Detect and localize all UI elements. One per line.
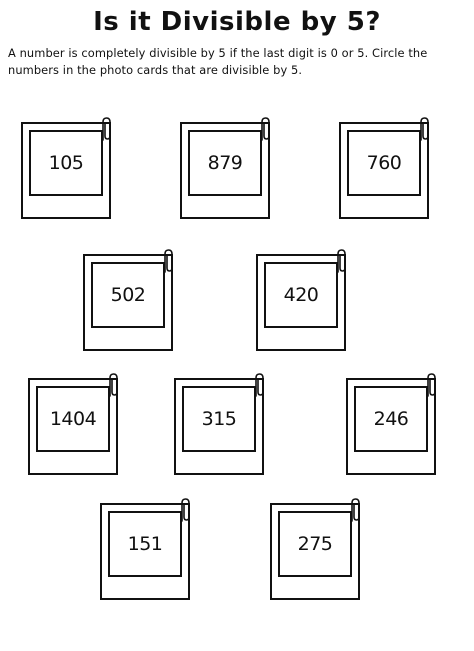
paperclip-icon: [427, 373, 436, 397]
photo-frame: 760: [347, 130, 421, 196]
photo-frame: 315: [182, 386, 256, 452]
photo-frame: 420: [264, 262, 338, 328]
paperclip-icon: [337, 249, 346, 273]
card-number[interactable]: 1404: [49, 408, 97, 430]
photo-card[interactable]: 105: [21, 117, 111, 219]
card-number[interactable]: 105: [48, 152, 84, 174]
photo-frame: 105: [29, 130, 103, 196]
paperclip-icon: [420, 117, 429, 141]
paperclip-icon: [102, 117, 111, 141]
card-number[interactable]: 760: [366, 152, 402, 174]
paperclip-icon: [181, 498, 190, 522]
photo-card[interactable]: 879: [180, 117, 270, 219]
photo-frame: 1404: [36, 386, 110, 452]
photo-card[interactable]: 315: [174, 373, 264, 475]
instructions-text: A number is completely divisible by 5 if…: [8, 46, 428, 77]
photo-card[interactable]: 502: [83, 249, 173, 351]
photo-frame: 502: [91, 262, 165, 328]
card-number[interactable]: 275: [297, 533, 333, 555]
paperclip-icon: [255, 373, 264, 397]
photo-card[interactable]: 151: [100, 498, 190, 600]
card-number[interactable]: 420: [283, 284, 319, 306]
card-number[interactable]: 315: [201, 408, 237, 430]
card-number[interactable]: 879: [207, 152, 243, 174]
paperclip-icon: [109, 373, 118, 397]
card-number[interactable]: 246: [373, 408, 409, 430]
photo-frame: 879: [188, 130, 262, 196]
card-number[interactable]: 151: [127, 533, 163, 555]
worksheet-title: Is it Divisible by 5?: [93, 7, 381, 37]
photo-card[interactable]: 760: [339, 117, 429, 219]
photo-card[interactable]: 420: [256, 249, 346, 351]
photo-frame: 275: [278, 511, 352, 577]
paperclip-icon: [164, 249, 173, 273]
photo-frame: 151: [108, 511, 182, 577]
paperclip-icon: [261, 117, 270, 141]
paperclip-icon: [351, 498, 360, 522]
photo-frame: 246: [354, 386, 428, 452]
photo-card[interactable]: 275: [270, 498, 360, 600]
photo-card[interactable]: 1404: [28, 373, 118, 475]
card-number[interactable]: 502: [110, 284, 146, 306]
photo-card[interactable]: 246: [346, 373, 436, 475]
